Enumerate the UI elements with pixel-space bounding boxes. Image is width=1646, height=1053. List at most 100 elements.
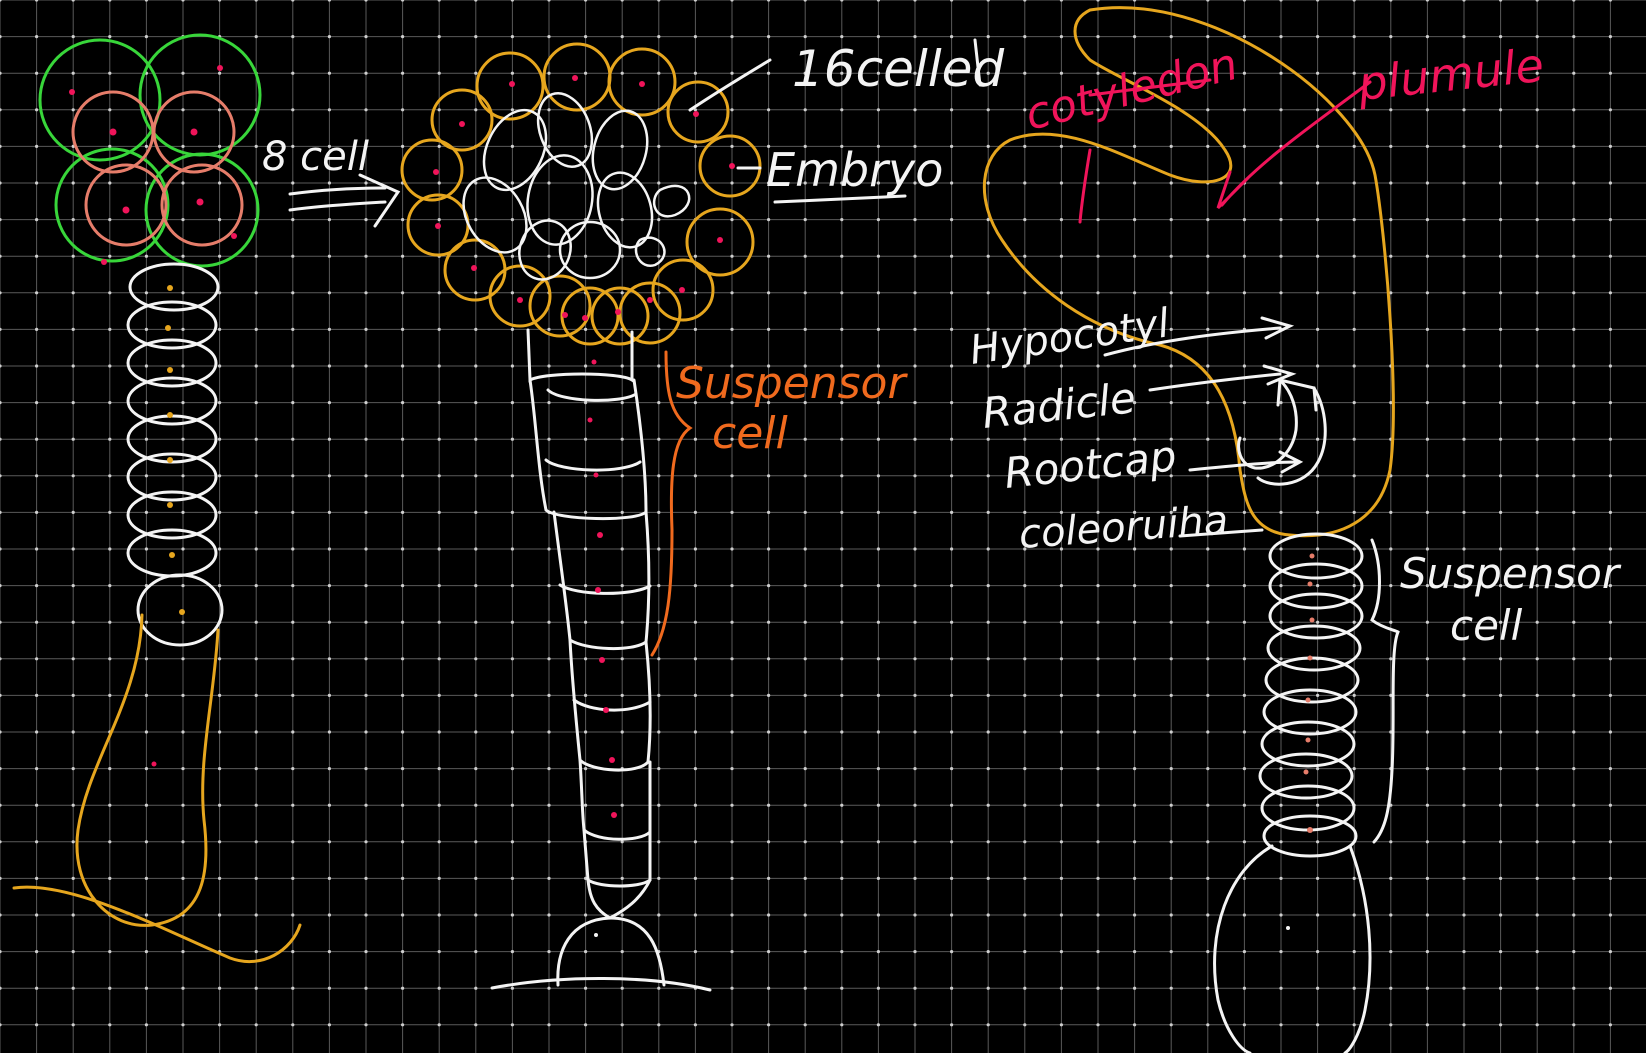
grid-dot [1279, 840, 1282, 843]
grid-dot [438, 401, 441, 404]
grid-dot [1499, 987, 1502, 990]
grid-dot [767, 72, 770, 75]
grid-dot [584, 364, 587, 367]
grid-dot [218, 1023, 221, 1026]
grid-dot [1316, 913, 1319, 916]
grid-dot [1353, 694, 1356, 697]
grid-dot [1353, 218, 1356, 221]
grid-dot [1206, 255, 1209, 258]
grid-dot [1572, 181, 1575, 184]
grid-dot [438, 218, 441, 221]
grid-dot [1426, 474, 1429, 477]
grid-dot [145, 877, 148, 880]
grid-dot [1316, 987, 1319, 990]
grid-dot [145, 255, 148, 258]
grid-dot [1609, 694, 1612, 697]
grid-dot [291, 987, 294, 990]
grid-dot [1060, 987, 1063, 990]
grid-dot [1389, 218, 1392, 221]
grid-dot [181, 694, 184, 697]
grid-dot [1243, 1023, 1246, 1026]
grid-dot [1243, 255, 1246, 258]
grid-dot [950, 108, 953, 111]
grid-dot [401, 108, 404, 111]
grid-dot [1572, 364, 1575, 367]
grid-dot [255, 255, 258, 258]
grid-dot [291, 547, 294, 550]
grid-dot [1060, 145, 1063, 148]
grid-dot [291, 181, 294, 184]
grid-dot [804, 511, 807, 514]
grid-dot [1499, 840, 1502, 843]
grid-dot [255, 657, 258, 660]
grid-dot [1353, 950, 1356, 953]
grid-dot [1206, 547, 1209, 550]
grid-dot [291, 767, 294, 770]
grid-dot [328, 950, 331, 953]
grid-dot [1462, 804, 1465, 807]
grid-dot [1536, 108, 1539, 111]
grid-dot [1389, 255, 1392, 258]
grid-dot [1096, 767, 1099, 770]
grid-dot [1536, 511, 1539, 514]
grid-dot [511, 364, 514, 367]
grid-dot [730, 547, 733, 550]
grid-dot [950, 730, 953, 733]
grid-dot [767, 255, 770, 258]
grid-dot [72, 730, 75, 733]
grid-dot [35, 1023, 38, 1026]
grid-dot [804, 877, 807, 880]
grid-dot [1279, 364, 1282, 367]
grid-dot [840, 584, 843, 587]
grid-dot [108, 950, 111, 953]
grid-dot [218, 218, 221, 221]
grid-dot [730, 657, 733, 660]
grid-dot [1170, 877, 1173, 880]
grid-dot [511, 804, 514, 807]
grid-dot [840, 35, 843, 38]
grid-dot [511, 547, 514, 550]
grid-dot [438, 730, 441, 733]
grid-dot [1279, 804, 1282, 807]
grid-dot [1536, 950, 1539, 953]
grid-dot [35, 987, 38, 990]
grid-dot [255, 877, 258, 880]
grid-dot [255, 621, 258, 624]
grid-dot [804, 621, 807, 624]
grid-dot [840, 438, 843, 441]
grid-dot [255, 1023, 258, 1026]
grid-dot [401, 145, 404, 148]
grid-dot [511, 840, 514, 843]
grid-dot [401, 401, 404, 404]
grid-dot [1536, 291, 1539, 294]
grid-dot [547, 547, 550, 550]
grid-dot [1353, 364, 1356, 367]
grid-dot [1170, 913, 1173, 916]
grid-dot [1133, 145, 1136, 148]
grid-dot [804, 950, 807, 953]
grid-dot [401, 694, 404, 697]
grid-dot [1206, 657, 1209, 660]
grid-dot [547, 72, 550, 75]
grid-dot [1462, 291, 1465, 294]
grid-dot [1462, 730, 1465, 733]
grid-dot [218, 804, 221, 807]
grid-dot [181, 72, 184, 75]
grid-dot [401, 291, 404, 294]
grid-dot [694, 621, 697, 624]
grid-dot [1133, 694, 1136, 697]
grid-dot [401, 657, 404, 660]
grid-dot [1279, 621, 1282, 624]
grid-dot [438, 364, 441, 367]
grid-dot [474, 511, 477, 514]
grid-dot [72, 767, 75, 770]
grid-dot [291, 804, 294, 807]
grid-dot [1499, 35, 1502, 38]
grid-dot [877, 511, 880, 514]
grid-dot [621, 364, 624, 367]
grid-dot [1609, 218, 1612, 221]
grid-dot [1572, 72, 1575, 75]
grid-dot [584, 621, 587, 624]
grid-dot [547, 474, 550, 477]
grid-dot [1133, 804, 1136, 807]
